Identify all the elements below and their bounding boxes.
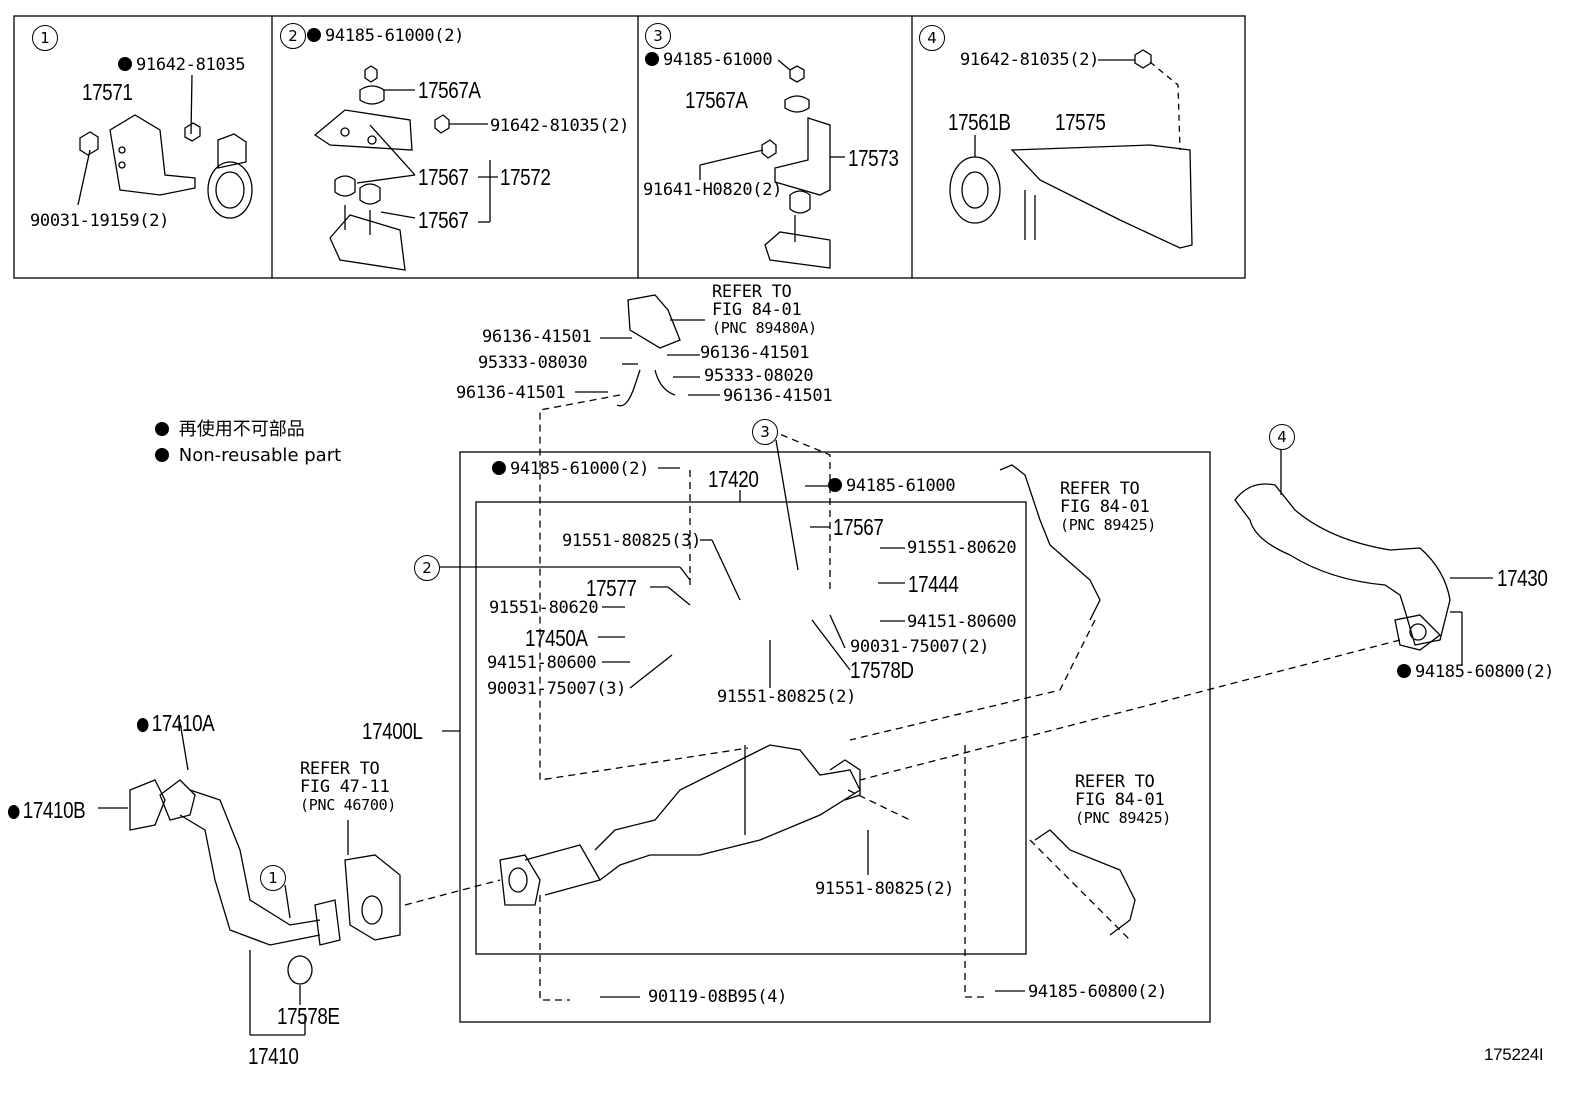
- legend-dot-icon: [155, 422, 169, 436]
- part-17400L[interactable]: 17400L: [362, 718, 423, 744]
- part-17410B[interactable]: 17410B: [8, 798, 86, 822]
- oxygen-sensor-upper: [999, 464, 1101, 621]
- part-91551-80620-left[interactable]: 91551-80620: [489, 598, 599, 618]
- non-reusable-dot-icon: [828, 478, 842, 492]
- part-90031-75007-3[interactable]: 90031-75007(3): [487, 679, 627, 699]
- legend-jp: 再使用不可部品: [155, 417, 341, 443]
- oxygen-sensor-lower: [1034, 829, 1136, 936]
- part-91551-80825-3[interactable]: 91551-80825(3): [562, 531, 702, 551]
- hose-part-2[interactable]: 95333-08030: [478, 353, 588, 373]
- panel-2-number: 2: [280, 23, 306, 49]
- hose-part-5[interactable]: 95333-08020: [704, 366, 814, 386]
- p3-part-17573[interactable]: 17573: [848, 145, 899, 171]
- p4-part-17561B[interactable]: 17561B: [948, 109, 1011, 135]
- figure-id: 175224I: [1484, 1045, 1544, 1064]
- vsv-bracket: [575, 294, 720, 407]
- non-reusable-dot-icon: [118, 57, 132, 71]
- tail-pipe: [1234, 448, 1493, 651]
- part-17410A[interactable]: 17410A: [137, 711, 215, 735]
- dashed-leaders: [404, 394, 1401, 1001]
- callout-2[interactable]: 2: [414, 555, 440, 581]
- hose-part-1[interactable]: 96136-41501: [482, 327, 592, 347]
- non-reusable-dot-icon: [137, 718, 149, 732]
- part-94151-80600-right[interactable]: 94151-80600: [907, 612, 1017, 632]
- non-reusable-dot-icon: [645, 52, 659, 66]
- callout-1[interactable]: 1: [260, 865, 286, 891]
- p2-part-17572[interactable]: 17572: [500, 164, 551, 190]
- non-reusable-dot-icon: [1397, 664, 1411, 678]
- part-17444[interactable]: 17444: [908, 571, 959, 597]
- callout-3[interactable]: 3: [752, 419, 778, 445]
- p1-part-90031[interactable]: 90031-19159(2): [30, 211, 170, 231]
- part-17578E[interactable]: 17578E: [277, 1003, 340, 1029]
- part-91551-80825-2-low[interactable]: 91551-80825(2): [815, 879, 955, 899]
- part-94151-80600-left[interactable]: 94151-80600: [487, 653, 597, 673]
- part-90031-75007-2[interactable]: 90031-75007(2): [850, 637, 990, 657]
- legend: 再使用不可部品 Non-reusable part: [155, 417, 341, 469]
- part-91551-80825-2-mid[interactable]: 91551-80825(2): [717, 687, 857, 707]
- non-reusable-dot-icon: [8, 805, 20, 819]
- front-pipe: [129, 721, 401, 1036]
- leader-lines: [98, 439, 1463, 1005]
- callout-4[interactable]: 4: [1269, 424, 1295, 450]
- panel-1-number: 1: [32, 25, 58, 51]
- hose-part-6[interactable]: 96136-41501: [723, 386, 833, 406]
- p1-part-91642[interactable]: 91642-81035: [118, 56, 246, 74]
- hose-part-3[interactable]: 96136-41501: [456, 383, 566, 403]
- legend-en: Non-reusable part: [155, 443, 341, 469]
- p2-part-94185[interactable]: 94185-61000(2): [307, 27, 464, 45]
- p4-part-91642[interactable]: 91642-81035(2): [960, 50, 1100, 70]
- p2-part-17567-bottom[interactable]: 17567: [418, 207, 469, 233]
- panel4-hanger: [949, 49, 1193, 249]
- p1-part-17571[interactable]: 17571: [82, 79, 133, 105]
- catalytic-converter: [499, 744, 861, 906]
- part-94185-61000-2[interactable]: 94185-61000(2): [492, 460, 649, 478]
- part-91551-80620-right[interactable]: 91551-80620: [907, 538, 1017, 558]
- part-17577[interactable]: 17577: [586, 575, 637, 601]
- part-90119-08B95[interactable]: 90119-08B95(4): [648, 987, 788, 1007]
- part-17420[interactable]: 17420: [708, 466, 759, 492]
- panel2-mount: [313, 65, 498, 271]
- p2-part-91642[interactable]: 91642-81035(2): [490, 116, 630, 136]
- part-94185-61000[interactable]: 94185-61000: [828, 477, 956, 495]
- p3-part-94185[interactable]: 94185-61000: [645, 51, 773, 69]
- panel1-bracket: [77, 74, 253, 219]
- p3-part-17567A[interactable]: 17567A: [685, 87, 748, 113]
- hose-part-4[interactable]: 96136-41501: [700, 343, 810, 363]
- panel-4-number: 4: [919, 25, 945, 51]
- panel-3-number: 3: [645, 23, 671, 49]
- p2-part-17567A[interactable]: 17567A: [418, 77, 481, 103]
- part-17578D[interactable]: 17578D: [850, 657, 914, 683]
- legend-dot-icon: [155, 448, 169, 462]
- part-17410[interactable]: 17410: [248, 1043, 299, 1069]
- non-reusable-dot-icon: [492, 461, 506, 475]
- panel3-mount: [699, 59, 845, 269]
- part-17450A[interactable]: 17450A: [525, 625, 588, 651]
- p2-part-17567-top[interactable]: 17567: [418, 164, 469, 190]
- part-94185-60800-2-bottom[interactable]: 94185-60800(2): [1028, 982, 1168, 1002]
- p4-part-17575[interactable]: 17575: [1055, 109, 1106, 135]
- part-17567[interactable]: 17567: [833, 514, 884, 540]
- part-17430[interactable]: 17430: [1497, 565, 1548, 591]
- part-94185-60800-2-right[interactable]: 94185-60800(2): [1397, 663, 1554, 681]
- non-reusable-dot-icon: [307, 28, 321, 42]
- p3-part-91641[interactable]: 91641-H0820(2): [643, 180, 783, 200]
